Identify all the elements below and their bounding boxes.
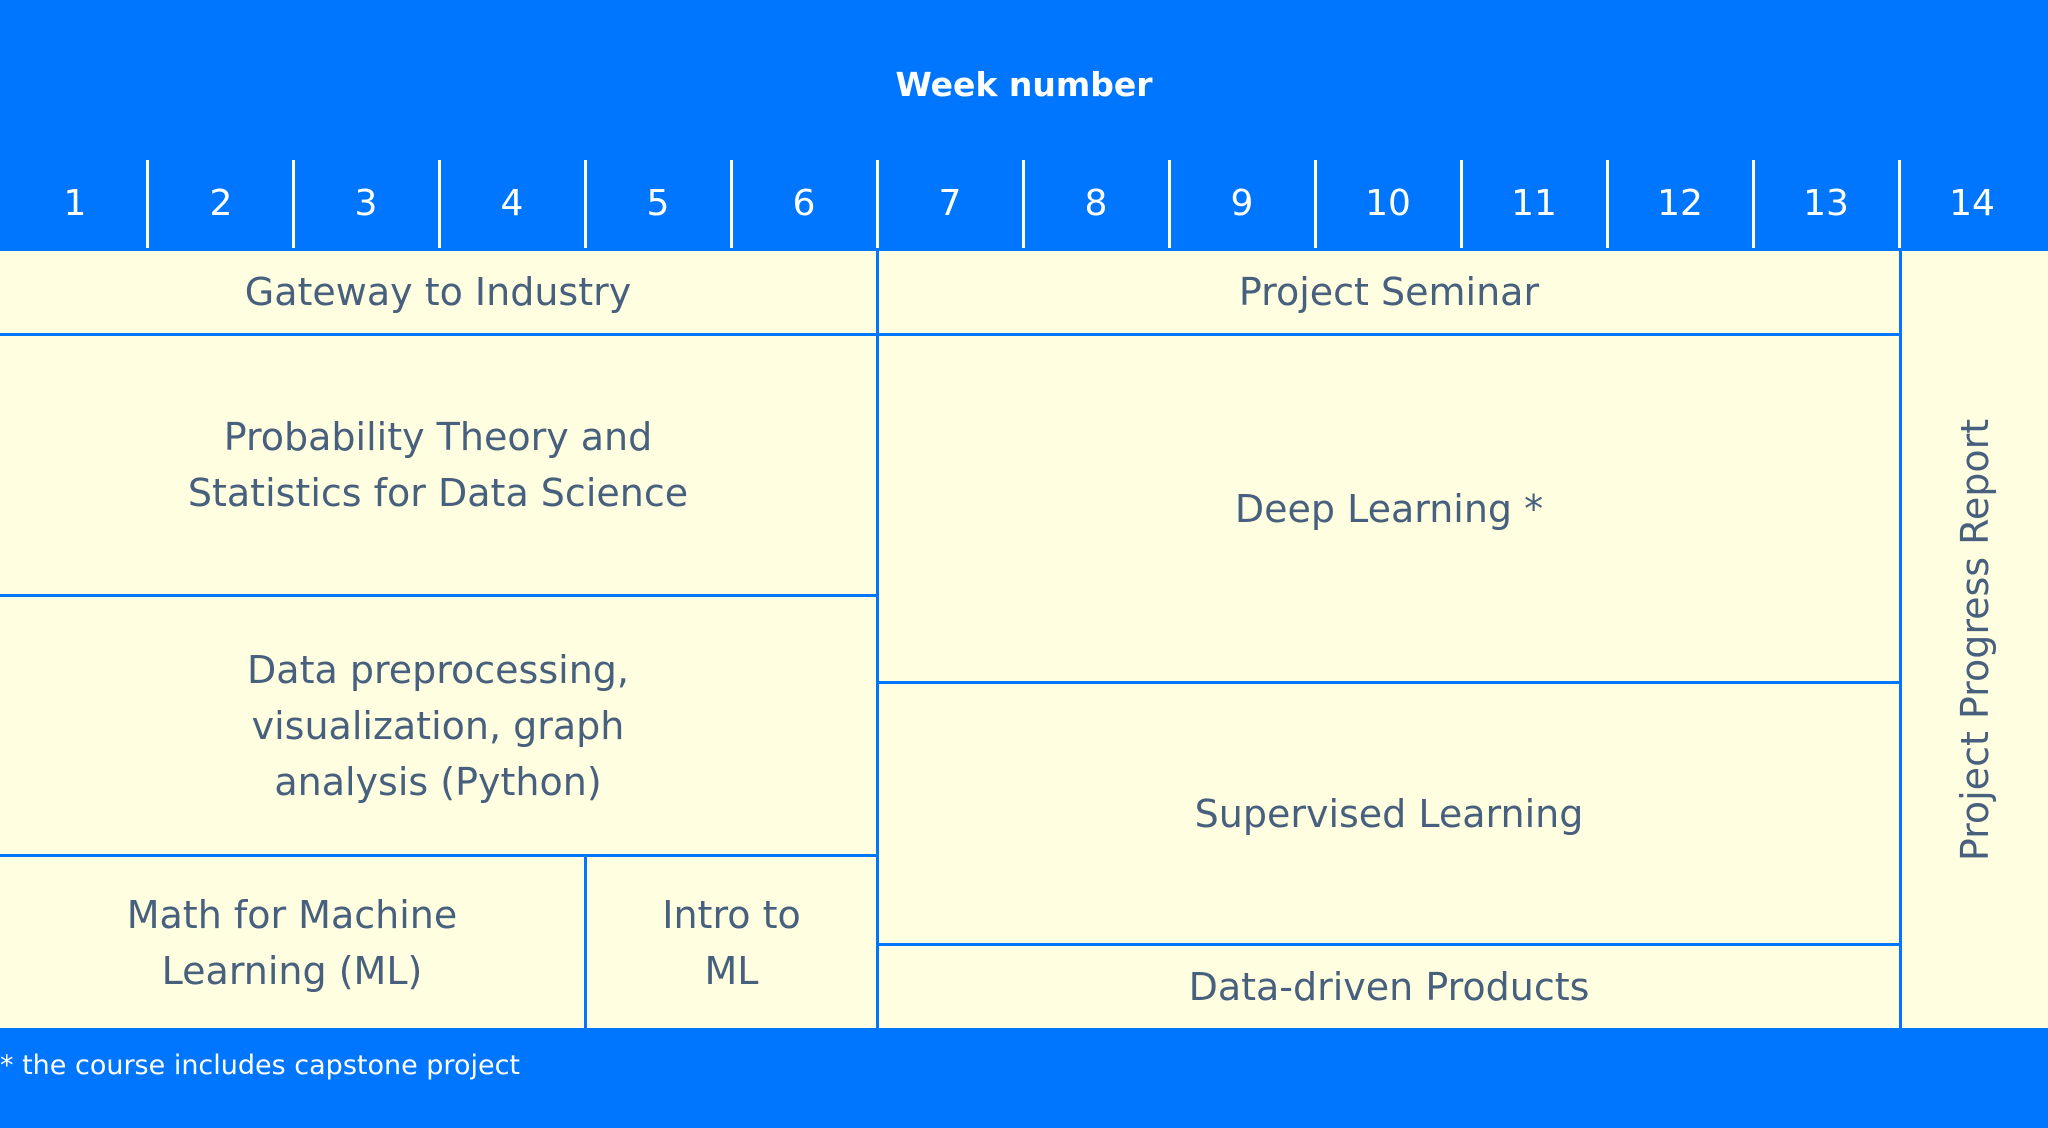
course-math-for-ml: Math for Machine Learning (ML) xyxy=(0,857,584,1028)
course-data-driven-products: Data-driven Products xyxy=(879,946,1899,1028)
grid-line xyxy=(876,333,1900,336)
course-label-line: visualization, graph xyxy=(251,703,625,748)
grid-line xyxy=(0,594,876,597)
week-1: 1 xyxy=(63,183,87,224)
week-2: 2 xyxy=(209,183,233,224)
week-divider xyxy=(1898,160,1901,248)
week-13: 13 xyxy=(1803,183,1849,224)
week-divider xyxy=(438,160,441,248)
week-divider xyxy=(1168,160,1171,248)
course-deep-learning: Deep Learning * xyxy=(879,336,1899,681)
footnote: * the course includes capstone project xyxy=(0,1050,521,1081)
course-label: Data-driven Products xyxy=(1188,965,1590,1009)
week-14: 14 xyxy=(1949,183,1995,224)
week-divider xyxy=(292,160,295,248)
week-9: 9 xyxy=(1230,183,1254,224)
course-label-line: Intro to xyxy=(662,892,801,937)
week-divider xyxy=(1022,160,1025,248)
course-label: Gateway to Industry xyxy=(244,270,632,314)
week-divider xyxy=(1314,160,1317,248)
grid-line xyxy=(876,251,879,1028)
course-label-line: Data preprocessing, xyxy=(247,647,629,692)
course-project-seminar: Project Seminar xyxy=(879,251,1899,333)
course-label-vertical: Project Progress Report xyxy=(1953,418,1997,861)
week-6: 6 xyxy=(792,183,816,224)
grid-line xyxy=(0,333,876,336)
course-grid: Gateway to Industry Probability Theory a… xyxy=(0,251,2048,1028)
week-divider xyxy=(584,160,587,248)
grid-line xyxy=(876,681,1900,684)
week-number-title: Week number xyxy=(895,65,1153,104)
week-3: 3 xyxy=(354,183,378,224)
course-data-preprocessing: Data preprocessing, visualization, graph… xyxy=(0,597,876,854)
course-label: Supervised Learning xyxy=(1194,791,1584,836)
grid-line xyxy=(876,943,1900,946)
week-8: 8 xyxy=(1084,183,1108,224)
course-intro-to-ml: Intro to ML xyxy=(587,857,876,1028)
course-project-progress-report: Project Progress Report xyxy=(1902,251,2048,1028)
course-label-line: Math for Machine xyxy=(126,892,458,937)
week-divider xyxy=(876,160,879,248)
week-11: 11 xyxy=(1511,183,1557,224)
week-divider xyxy=(1752,160,1755,248)
course-label-line: Probability Theory and xyxy=(223,415,653,459)
course-supervised-learning: Supervised Learning xyxy=(879,684,1899,943)
week-12: 12 xyxy=(1657,183,1703,224)
week-divider xyxy=(730,160,733,248)
week-divider xyxy=(1460,160,1463,248)
course-label-line: ML xyxy=(704,948,759,993)
course-label: Project Seminar xyxy=(1238,270,1540,314)
course-label-line: Statistics for Data Science xyxy=(187,471,689,515)
course-gateway-to-industry: Gateway to Industry xyxy=(0,251,876,333)
week-10: 10 xyxy=(1365,183,1411,224)
grid-line xyxy=(0,854,876,857)
course-label-line: Learning (ML) xyxy=(161,948,423,993)
week-divider xyxy=(146,160,149,248)
grid-line xyxy=(584,854,587,1028)
course-probability-statistics: Probability Theory and Statistics for Da… xyxy=(0,336,876,594)
week-divider xyxy=(1606,160,1609,248)
week-5: 5 xyxy=(646,183,670,224)
course-label: Deep Learning * xyxy=(1234,486,1544,531)
week-4: 4 xyxy=(500,183,524,224)
grid-line xyxy=(1899,251,1902,1028)
course-label-line: analysis (Python) xyxy=(274,759,602,804)
week-7: 7 xyxy=(938,183,962,224)
